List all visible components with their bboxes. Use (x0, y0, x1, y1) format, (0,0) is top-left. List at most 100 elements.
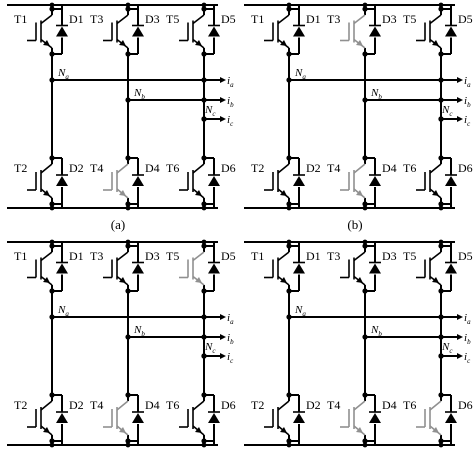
node-label-a-main: N (57, 304, 66, 316)
node-label-a-sub: a (65, 73, 69, 81)
junction-dot (49, 155, 55, 161)
diode-triangle (369, 413, 381, 423)
current-label-a: ia (464, 312, 471, 326)
label-t1: T1 (14, 249, 27, 263)
collector-diagonal (353, 163, 366, 174)
current-label-c-main: i (227, 351, 230, 363)
current-label-c: ic (227, 114, 234, 128)
rail-dot (125, 442, 131, 448)
emitter-arrow (43, 190, 50, 196)
output-terminal-dot (438, 116, 444, 122)
rail-dot (286, 442, 292, 448)
current-label-c-main: i (227, 114, 230, 126)
label-t5: T5 (403, 12, 416, 26)
rail-dot (49, 205, 55, 211)
output-arrow (457, 334, 463, 340)
panel-caption: (a) (111, 217, 125, 232)
current-label-c: ic (464, 114, 471, 128)
current-label-a: ia (227, 75, 234, 89)
emitter-arrow (43, 277, 50, 283)
junction-dot (286, 51, 292, 57)
current-label-c-sub: c (230, 357, 234, 365)
junction-dot (201, 392, 207, 398)
output-arrow (457, 314, 463, 320)
current-label-b-main: i (464, 332, 467, 344)
emitter-arrow (432, 40, 439, 46)
rail-dot (438, 2, 444, 8)
rail-dot (362, 239, 368, 245)
diode-triangle (132, 26, 144, 37)
node-label-a-main: N (294, 304, 303, 316)
node-label-b: Nb (133, 324, 145, 338)
label-d4: D4 (145, 398, 160, 412)
rail-dot (438, 205, 444, 211)
label-d2: D2 (69, 161, 84, 175)
collector-diagonal (429, 400, 442, 411)
emitter-arrow (195, 277, 202, 283)
output-arrow (220, 353, 226, 359)
label-t3: T3 (90, 12, 103, 26)
collector-diagonal (429, 251, 442, 262)
rail-dot (125, 2, 131, 8)
label-t2: T2 (251, 398, 264, 412)
current-label-c: ic (464, 351, 471, 365)
emitter-arrow (119, 190, 126, 196)
label-d5: D5 (458, 12, 473, 26)
current-label-b-sub: b (467, 338, 471, 346)
label-t3: T3 (327, 249, 340, 263)
output-terminal-dot (201, 116, 207, 122)
junction-dot (438, 51, 444, 57)
current-label-a: ia (464, 75, 471, 89)
diode-triangle (56, 413, 68, 423)
emitter-arrow (195, 40, 202, 46)
junction-dot (125, 438, 131, 444)
node-label-c-sub: c (212, 110, 216, 118)
node-label-c-sub: c (449, 347, 453, 355)
output-arrow (457, 77, 463, 83)
diode-triangle (445, 26, 457, 37)
current-label-a-sub: a (467, 318, 471, 326)
rail-dot (125, 239, 131, 245)
node-label-b-sub: b (378, 330, 382, 338)
output-terminal-dot (438, 353, 444, 359)
current-label-c-main: i (464, 114, 467, 126)
junction-dot (362, 51, 368, 57)
junction-dot (49, 201, 55, 207)
junction-dot (286, 243, 292, 249)
collector-diagonal (277, 14, 290, 25)
node-label-a: Na (294, 304, 306, 318)
junction-dot (438, 438, 444, 444)
emitter-arrow (119, 277, 126, 283)
rail-dot (201, 205, 207, 211)
label-t5: T5 (166, 249, 179, 263)
emitter-arrow (432, 427, 439, 433)
current-label-c: ic (227, 351, 234, 365)
label-d6: D6 (458, 161, 473, 175)
label-t6: T6 (403, 398, 416, 412)
junction-dot (286, 392, 292, 398)
collector-diagonal (116, 400, 129, 411)
node-label-c-main: N (441, 104, 450, 116)
current-label-c-sub: c (467, 120, 471, 128)
junction-dot (286, 288, 292, 294)
collector-diagonal (116, 14, 129, 25)
diode-triangle (208, 263, 220, 274)
junction-dot (438, 201, 444, 207)
collector-diagonal (116, 251, 129, 262)
current-label-a: ia (227, 312, 234, 326)
emitter-arrow (356, 427, 363, 433)
current-label-c-main: i (464, 351, 467, 363)
node-label-a-main: N (57, 67, 66, 79)
node-label-c: Nc (441, 341, 453, 355)
label-t4: T4 (327, 161, 340, 175)
label-d1: D1 (69, 12, 84, 26)
label-t4: T4 (327, 398, 340, 412)
